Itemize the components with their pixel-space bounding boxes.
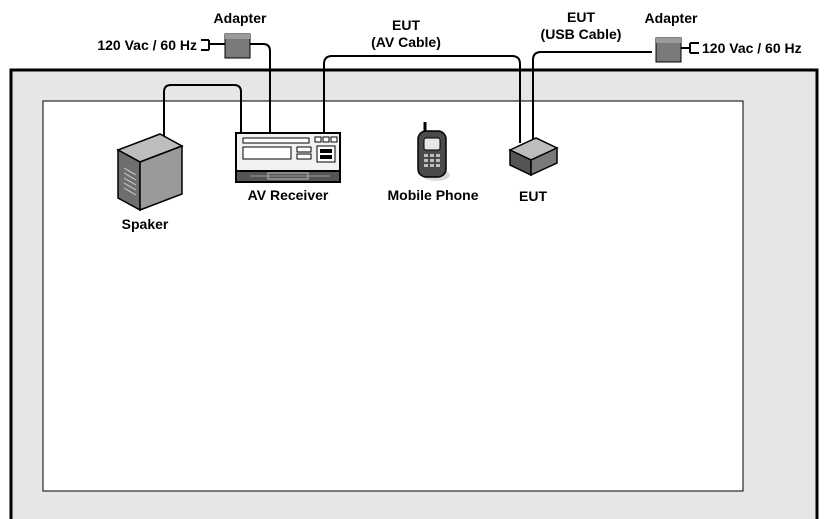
cables <box>163 43 652 143</box>
power-left-label: 120 Vac / 60 Hz <box>97 37 197 53</box>
eut-av-title-label: EUT <box>392 17 420 33</box>
adapter-right-label: Adapter <box>645 10 698 26</box>
plug-icon <box>681 42 699 54</box>
av-receiver-label: AV Receiver <box>248 187 329 203</box>
eut-label: EUT <box>519 188 547 204</box>
test-table <box>9 68 819 519</box>
adapter-icon <box>655 37 682 63</box>
speaker-cable <box>163 84 242 142</box>
adapter-icon <box>224 33 251 59</box>
plug-icon <box>201 39 225 51</box>
eut-device-icon <box>508 137 559 177</box>
left-adapter-cable <box>250 43 271 133</box>
mobile-phone-icon <box>417 122 450 181</box>
speaker-icon <box>116 133 184 212</box>
eut-usb-title-label: EUT <box>567 9 595 25</box>
av-cable <box>323 55 521 143</box>
mobile-phone-label: Mobile Phone <box>388 187 479 203</box>
speaker-label: Spaker <box>122 216 169 232</box>
usb-cable <box>532 51 652 143</box>
eut-usb-sub-label: (USB Cable) <box>541 26 622 42</box>
power-right-label: 120 Vac / 60 Hz <box>702 40 802 56</box>
eut-av-sub-label: (AV Cable) <box>371 34 441 50</box>
av-receiver-icon <box>235 132 341 183</box>
adapter-left-label: Adapter <box>214 10 267 26</box>
